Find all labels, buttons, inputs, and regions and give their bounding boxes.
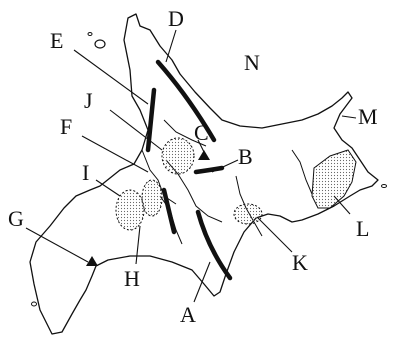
label-B: B [238, 144, 253, 169]
leader-L [333, 195, 351, 215]
label-L: L [356, 216, 369, 241]
range-H [161, 187, 177, 235]
region-H-basin [141, 179, 163, 217]
triangle-marker-icon [198, 150, 210, 160]
leader-F [81, 135, 149, 173]
leader-H [135, 225, 141, 265]
leader-D [165, 29, 177, 63]
leader-B [211, 159, 239, 173]
leader-G [25, 227, 89, 263]
range-A [195, 209, 233, 281]
label-G: G [8, 206, 24, 231]
islet-northwest [87, 32, 93, 36]
region-K-basin [233, 203, 263, 225]
region-I-basin [115, 189, 145, 231]
leader-M [341, 115, 357, 119]
regions [115, 137, 357, 231]
island-outline [29, 13, 379, 335]
label-M: M [358, 104, 378, 129]
label-J: J [84, 88, 93, 113]
islet-east [381, 184, 387, 188]
leader-J [109, 109, 163, 151]
label-N: N [244, 50, 260, 75]
label-F: F [60, 114, 72, 139]
triangle-marker-icon [86, 256, 98, 266]
label-H: H [124, 266, 140, 291]
label-D: D [168, 6, 184, 31]
leader-A [193, 261, 211, 303]
label-I: I [82, 160, 89, 185]
label-A: A [180, 302, 196, 327]
leader-C [197, 139, 205, 153]
label-E: E [50, 28, 63, 53]
leader-lines [25, 29, 357, 303]
label-C: C [194, 120, 209, 145]
region-J-basin [161, 137, 195, 175]
label-K: K [292, 250, 308, 275]
islet-north [94, 39, 106, 49]
leader-E [73, 49, 149, 105]
leader-K [257, 217, 293, 253]
range-D [155, 59, 217, 143]
islet-southwest [31, 301, 37, 307]
map-labels: D E N J M F C B I G L K H A [8, 6, 378, 327]
river-far-east [291, 149, 313, 195]
leader-I [95, 179, 121, 197]
region-L-plain [311, 149, 357, 209]
